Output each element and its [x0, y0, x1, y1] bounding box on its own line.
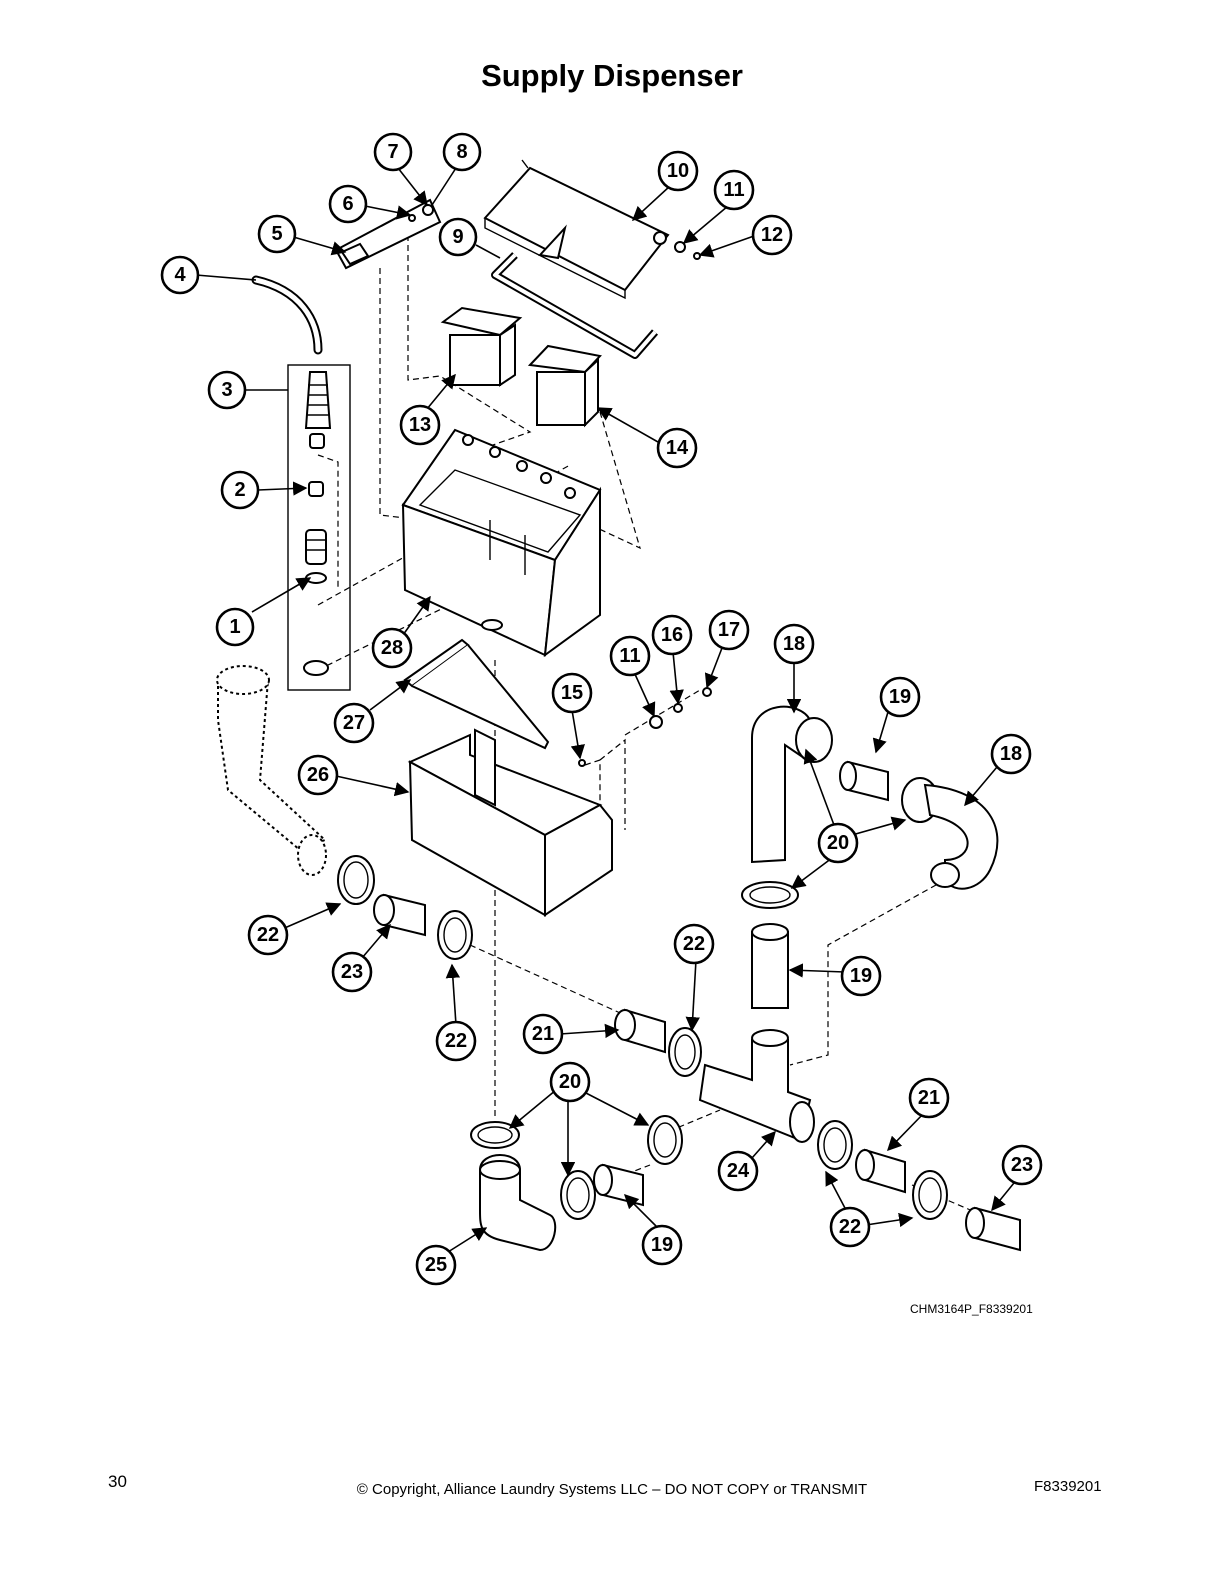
- callout-22b: 22: [435, 1020, 477, 1062]
- callout-5: 5: [257, 214, 297, 254]
- callout-9: 9: [438, 217, 478, 257]
- svg-text:18: 18: [1000, 743, 1022, 765]
- svg-text:23: 23: [1011, 1154, 1033, 1176]
- svg-text:13: 13: [409, 414, 431, 436]
- leader-lines: [195, 167, 1019, 1253]
- callout-19b: 19: [840, 955, 882, 997]
- callout-22d: 22: [829, 1206, 871, 1248]
- callout-18a: 18: [773, 623, 815, 665]
- svg-text:12: 12: [761, 224, 783, 246]
- document-number: F8339201: [1034, 1478, 1102, 1495]
- callout-13: 13: [399, 404, 441, 446]
- callout-19a: 19: [879, 676, 921, 718]
- svg-text:6: 6: [342, 193, 353, 215]
- svg-text:16: 16: [661, 624, 683, 646]
- svg-text:28: 28: [381, 637, 403, 659]
- callout-6: 6: [328, 184, 368, 224]
- callout-10: 10: [657, 150, 699, 192]
- svg-text:22: 22: [257, 924, 279, 946]
- callout-12: 12: [751, 214, 793, 256]
- callout-7: 7: [373, 132, 413, 172]
- svg-text:26: 26: [307, 764, 329, 786]
- part-28-dispenser-box: [401, 428, 602, 658]
- part-10-lid: [483, 159, 701, 300]
- callout-15: 15: [551, 672, 593, 714]
- svg-text:9: 9: [452, 226, 463, 248]
- callout-18b: 18: [990, 733, 1032, 775]
- svg-text:7: 7: [387, 141, 398, 163]
- svg-text:21: 21: [532, 1023, 554, 1045]
- svg-text:15: 15: [561, 682, 583, 704]
- svg-text:4: 4: [174, 264, 186, 286]
- page-title: Supply Dispenser: [481, 58, 743, 93]
- svg-text:23: 23: [341, 961, 363, 983]
- callout-22c: 22: [673, 923, 715, 965]
- svg-text:19: 19: [651, 1234, 673, 1256]
- callout-20b: 20: [549, 1061, 591, 1103]
- svg-text:27: 27: [343, 712, 365, 734]
- callout-16: 16: [651, 614, 693, 656]
- svg-text:18: 18: [783, 633, 805, 655]
- svg-text:11: 11: [619, 645, 640, 667]
- callout-14: 14: [656, 427, 698, 469]
- part-drain-hose-dotted: [216, 665, 327, 876]
- clamps-and-couplings: [337, 687, 1021, 1252]
- svg-text:1: 1: [229, 616, 240, 638]
- callout-19c: 19: [641, 1224, 683, 1266]
- callout-8: 8: [442, 132, 482, 172]
- svg-text:5: 5: [271, 223, 282, 245]
- callout-24: 24: [717, 1150, 759, 1192]
- callout-28: 28: [371, 627, 413, 669]
- svg-text:19: 19: [889, 686, 911, 708]
- callout-21b: 21: [908, 1077, 950, 1119]
- callout-17: 17: [708, 609, 750, 651]
- callout-11a: 11: [713, 169, 755, 211]
- callouts: 1 2 3 4 5 6 7 8 9 10 11 11 12 13 14 15 1…: [160, 132, 1043, 1286]
- svg-text:22: 22: [445, 1030, 467, 1052]
- page-number: 30: [108, 1472, 127, 1491]
- callout-27: 27: [333, 702, 375, 744]
- callout-2: 2: [220, 470, 260, 510]
- svg-text:14: 14: [666, 437, 689, 459]
- callout-25: 25: [415, 1244, 457, 1286]
- svg-text:3: 3: [221, 379, 232, 401]
- part-3-inlet-assembly: [287, 364, 351, 691]
- svg-text:19: 19: [850, 965, 872, 987]
- svg-text:8: 8: [456, 141, 467, 163]
- callout-3: 3: [207, 370, 247, 410]
- callout-11b: 11: [609, 635, 651, 677]
- svg-text:17: 17: [718, 619, 740, 641]
- svg-text:21: 21: [918, 1087, 940, 1109]
- svg-text:25: 25: [425, 1254, 447, 1276]
- callout-1: 1: [215, 607, 255, 647]
- part-26-tray: [407, 728, 613, 917]
- svg-text:20: 20: [827, 832, 849, 854]
- svg-text:22: 22: [839, 1216, 861, 1238]
- part-13-cup: [440, 306, 523, 387]
- assembly-dashed-lines: [317, 215, 976, 1213]
- callout-4: 4: [160, 255, 200, 295]
- part-9-rod: [491, 252, 659, 359]
- callout-21a: 21: [522, 1013, 564, 1055]
- callout-23a: 23: [331, 951, 373, 993]
- svg-text:22: 22: [683, 933, 705, 955]
- callout-20a: 20: [817, 822, 859, 864]
- callout-23b: 23: [1001, 1144, 1043, 1186]
- callout-22a: 22: [247, 914, 289, 956]
- svg-text:2: 2: [234, 479, 245, 501]
- copyright-notice: © Copyright, Alliance Laundry Systems LL…: [356, 1481, 868, 1498]
- drawing-code: CHM3164P_F8339201: [910, 1302, 1033, 1316]
- svg-text:10: 10: [667, 160, 689, 182]
- part-4-tube: [251, 275, 323, 355]
- callout-26: 26: [297, 754, 339, 796]
- svg-text:20: 20: [559, 1071, 581, 1093]
- svg-text:11: 11: [723, 179, 744, 201]
- part-14-cup: [527, 344, 602, 428]
- svg-text:24: 24: [727, 1160, 750, 1182]
